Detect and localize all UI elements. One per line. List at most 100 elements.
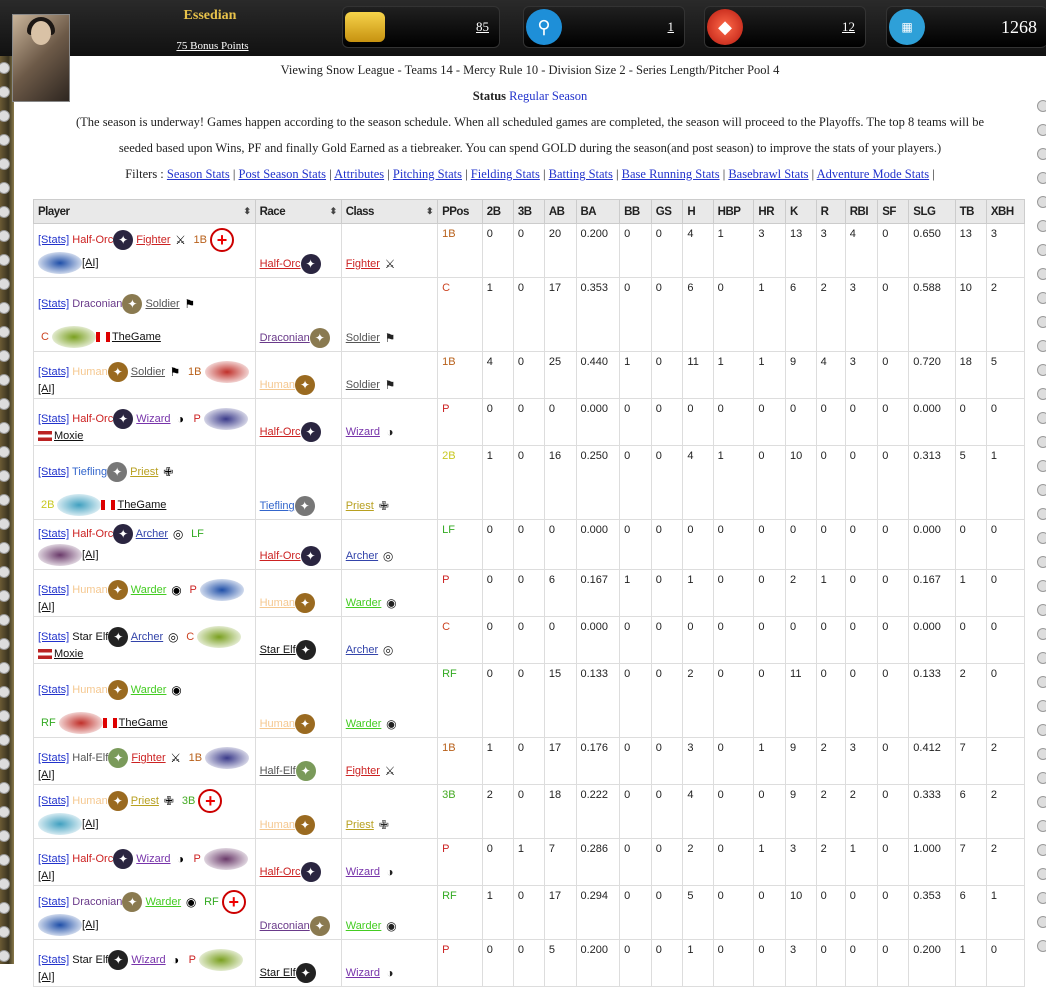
blocks-resource[interactable]: ▦ 1268 — [886, 6, 1046, 48]
race-link[interactable]: Half-Elf — [259, 764, 296, 777]
filter-link[interactable]: Post Season Stats — [238, 167, 327, 181]
race-link[interactable]: Draconian — [259, 331, 310, 344]
class-link[interactable]: Priest — [345, 818, 374, 831]
player-race-link[interactable]: Human — [72, 683, 108, 696]
column-header[interactable]: Class⬍ — [340, 199, 439, 224]
class-link[interactable]: Soldier — [345, 331, 380, 344]
player-class-link[interactable]: Wizard — [136, 852, 171, 865]
player-class-link[interactable]: Fighter — [136, 233, 171, 246]
player-stats-link[interactable]: [Stats] — [38, 297, 70, 310]
race-link[interactable]: Draconian — [259, 919, 310, 932]
player-race-link[interactable]: Half-Orc — [72, 412, 114, 425]
team-logo-icon[interactable] — [57, 494, 102, 516]
team-logo-icon[interactable] — [199, 579, 244, 601]
column-header[interactable]: Player⬍ — [33, 199, 256, 224]
filter-link[interactable]: Base Running Stats — [621, 167, 720, 181]
player-race-link[interactable]: Human — [72, 583, 108, 596]
player-stats-link[interactable]: [Stats] — [38, 852, 70, 865]
team-logo-icon[interactable] — [51, 326, 96, 348]
race-link[interactable]: Human — [259, 378, 296, 391]
class-link[interactable]: Priest — [345, 499, 374, 512]
player-race-link[interactable]: Draconian — [72, 297, 123, 310]
owner-link[interactable]: [AI] — [38, 870, 55, 882]
player-stats-link[interactable]: [Stats] — [38, 583, 70, 596]
owner-link[interactable]: [AI] — [38, 601, 55, 613]
race-link[interactable]: Star Elf — [259, 643, 296, 656]
player-race-link[interactable]: Half-Elf — [72, 751, 109, 764]
player-race-link[interactable]: Half-Orc — [72, 527, 114, 540]
player-class-link[interactable]: Warder — [145, 895, 182, 908]
owner-link[interactable]: TheGame — [111, 330, 161, 343]
player-stats-link[interactable]: [Stats] — [38, 412, 70, 425]
player-race-link[interactable]: Draconian — [72, 895, 123, 908]
player-class-link[interactable]: Soldier — [145, 297, 180, 310]
player-stats-link[interactable]: [Stats] — [38, 751, 70, 764]
filter-link[interactable]: Adventure Mode Stats — [816, 167, 930, 181]
filter-link[interactable]: Season Stats — [166, 167, 230, 181]
class-link[interactable]: Fighter — [345, 764, 380, 777]
bonus-points-link[interactable]: 75 Bonus Points — [176, 40, 249, 52]
team-logo-icon[interactable] — [205, 747, 250, 769]
race-link[interactable]: Half-Orc — [259, 425, 301, 438]
column-header[interactable]: 2B — [481, 199, 514, 224]
class-link[interactable]: Warder — [345, 596, 382, 609]
team-logo-icon[interactable] — [197, 626, 242, 648]
owner-link[interactable]: [AI] — [38, 383, 55, 395]
player-class-link[interactable]: Soldier — [130, 365, 166, 378]
column-header[interactable]: XBH — [985, 199, 1026, 224]
player-race-link[interactable]: Star Elf — [72, 953, 109, 966]
column-header[interactable]: BA — [575, 199, 621, 224]
player-class-link[interactable]: Priest — [130, 465, 159, 478]
team-logo-icon[interactable] — [203, 408, 248, 430]
team-logo-icon[interactable] — [204, 361, 249, 383]
player-race-link[interactable]: Human — [72, 365, 108, 378]
owner-link[interactable]: Moxie — [54, 430, 84, 442]
race-link[interactable]: Human — [259, 818, 296, 831]
key-count[interactable]: 1 — [667, 19, 675, 34]
owner-link[interactable]: [AI] — [82, 817, 99, 830]
owner-link[interactable]: [AI] — [82, 548, 99, 561]
column-header[interactable]: HR — [753, 199, 787, 224]
column-header[interactable]: PPos — [437, 199, 483, 224]
race-link[interactable]: Half-Orc — [259, 549, 301, 562]
gold-count[interactable]: 85 — [476, 19, 489, 34]
player-stats-link[interactable]: [Stats] — [38, 233, 70, 246]
class-link[interactable]: Fighter — [345, 257, 380, 270]
player-stats-link[interactable]: [Stats] — [38, 895, 70, 908]
player-stats-link[interactable]: [Stats] — [38, 953, 70, 966]
gem-resource[interactable]: ◆ 12 — [704, 6, 866, 48]
race-link[interactable]: Human — [259, 596, 296, 609]
class-link[interactable]: Archer — [345, 549, 379, 562]
filter-link[interactable]: Batting Stats — [548, 167, 613, 181]
owner-link[interactable]: TheGame — [118, 716, 168, 729]
column-header[interactable]: H — [682, 199, 714, 224]
player-class-link[interactable]: Warder — [130, 583, 167, 596]
team-logo-icon[interactable] — [38, 914, 82, 936]
column-header[interactable]: TB — [954, 199, 987, 224]
username[interactable]: Essedian — [183, 8, 237, 23]
column-header[interactable]: GS — [650, 199, 684, 224]
owner-link[interactable]: [AI] — [82, 918, 99, 931]
filter-link[interactable]: Basebrawl Stats — [728, 167, 809, 181]
column-header[interactable]: SF — [877, 199, 910, 224]
player-race-link[interactable]: Half-Orc — [72, 852, 114, 865]
column-header[interactable]: Race⬍ — [254, 199, 342, 224]
team-logo-icon[interactable] — [58, 712, 103, 734]
race-link[interactable]: Half-Orc — [259, 865, 301, 878]
key-resource[interactable]: ⚲ 1 — [523, 6, 685, 48]
owner-link[interactable]: [AI] — [82, 256, 99, 269]
player-race-link[interactable]: Star Elf — [72, 630, 109, 643]
player-stats-link[interactable]: [Stats] — [38, 683, 70, 696]
filter-link[interactable]: Fielding Stats — [470, 167, 540, 181]
player-class-link[interactable]: Fighter — [131, 751, 166, 764]
owner-link[interactable]: [AI] — [38, 971, 55, 983]
team-logo-icon[interactable] — [38, 252, 82, 274]
column-header[interactable]: 3B — [512, 199, 545, 224]
race-link[interactable]: Half-Orc — [259, 257, 301, 270]
status-value-link[interactable]: Regular Season — [509, 89, 588, 103]
column-header[interactable]: AB — [543, 199, 577, 224]
column-header[interactable]: K — [785, 199, 817, 224]
player-class-link[interactable]: Wizard — [131, 953, 166, 966]
player-stats-link[interactable]: [Stats] — [38, 465, 70, 478]
player-stats-link[interactable]: [Stats] — [38, 527, 70, 540]
